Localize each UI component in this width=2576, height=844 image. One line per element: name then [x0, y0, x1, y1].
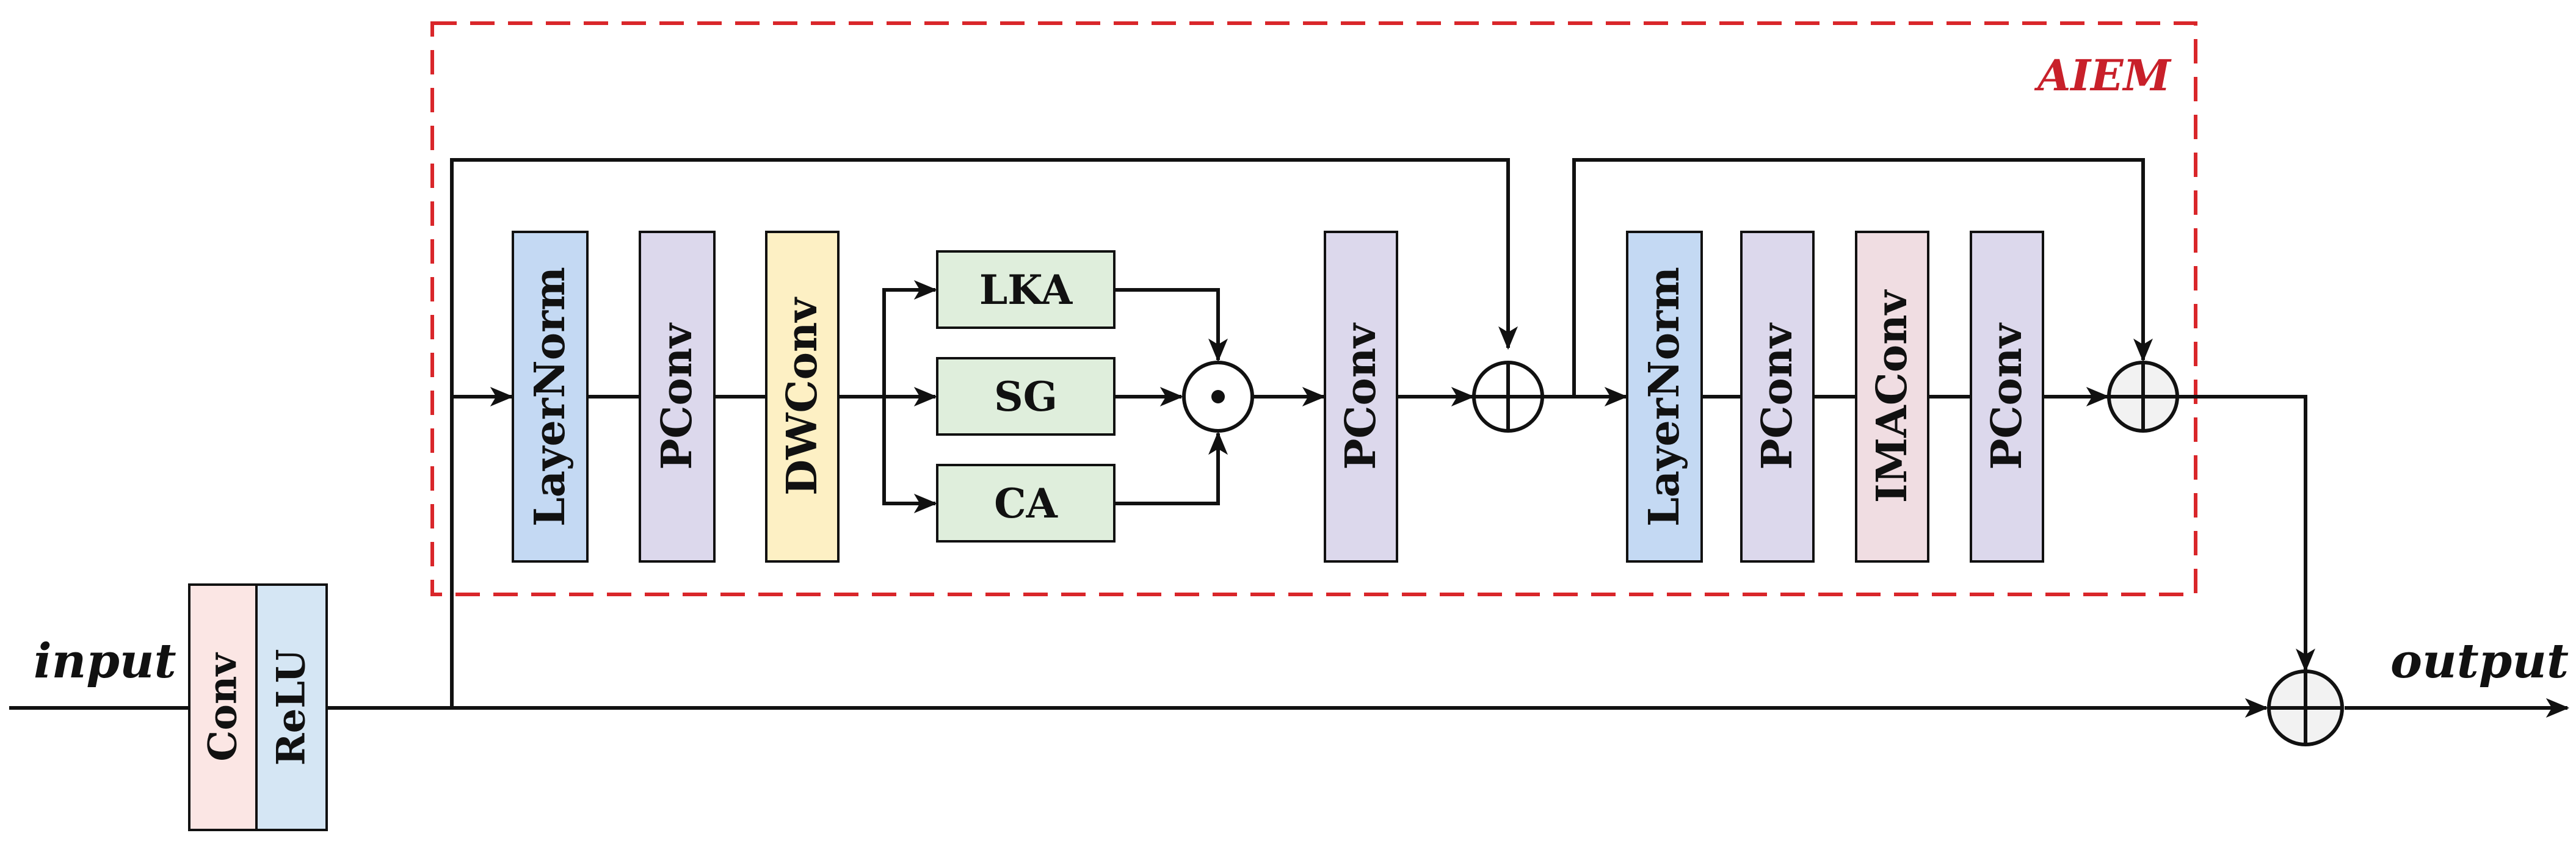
relu-block: ReLU — [255, 583, 328, 831]
dwconv-label: DWConv — [778, 297, 827, 496]
module-output-line — [2177, 395, 2315, 673]
lka-to-multiply — [1114, 288, 1228, 362]
input-label: input — [34, 633, 176, 689]
conv-block: Conv — [188, 583, 258, 831]
output-label: output — [2390, 633, 2569, 689]
aiem-module-border — [430, 21, 2197, 596]
lka-block: LKA — [936, 250, 1116, 329]
dot-multiply-icon — [1182, 361, 1254, 433]
imaconv-block: IMAConv — [1855, 231, 1929, 563]
layernorm1-label: LayerNorm — [526, 267, 575, 527]
ca-block: CA — [936, 464, 1116, 543]
layernorm1-block: LayerNorm — [512, 231, 589, 563]
plus-circle-icon — [2107, 361, 2179, 433]
plus-circle-icon — [2267, 669, 2344, 746]
layernorm2-label: LayerNorm — [1640, 267, 1689, 527]
pconv1-block: PConv — [639, 231, 716, 563]
pconv2-label: PConv — [1337, 322, 1385, 470]
dwconv-to-ca — [882, 397, 938, 513]
sg-label: SG — [994, 373, 1058, 420]
pconv1-label: PConv — [653, 322, 702, 470]
pconv3-label: PConv — [1753, 322, 1802, 470]
sg-block: SG — [936, 357, 1116, 436]
layernorm2-block: LayerNorm — [1626, 231, 1703, 563]
pconv4-block: PConv — [1970, 231, 2044, 563]
outer-skip-line — [450, 158, 1518, 708]
imaconv-label: IMAConv — [1868, 289, 1917, 503]
aiem-module-label: AIEM — [2034, 50, 2172, 101]
conv-block-label: Conv — [200, 652, 246, 762]
ca-label: CA — [994, 480, 1058, 527]
dwconv-to-lka — [882, 280, 938, 397]
dwconv-block: DWConv — [765, 231, 840, 563]
plus-circle-icon — [1472, 361, 1544, 433]
pconv2-block: PConv — [1324, 231, 1398, 563]
ca-to-multiply — [1114, 431, 1228, 505]
pconv4-label: PConv — [1983, 322, 2031, 470]
pconv3-block: PConv — [1740, 231, 1815, 563]
relu-block-label: ReLU — [269, 649, 314, 765]
lka-label: LKA — [979, 266, 1073, 314]
inner-skip-line — [1572, 158, 2153, 397]
